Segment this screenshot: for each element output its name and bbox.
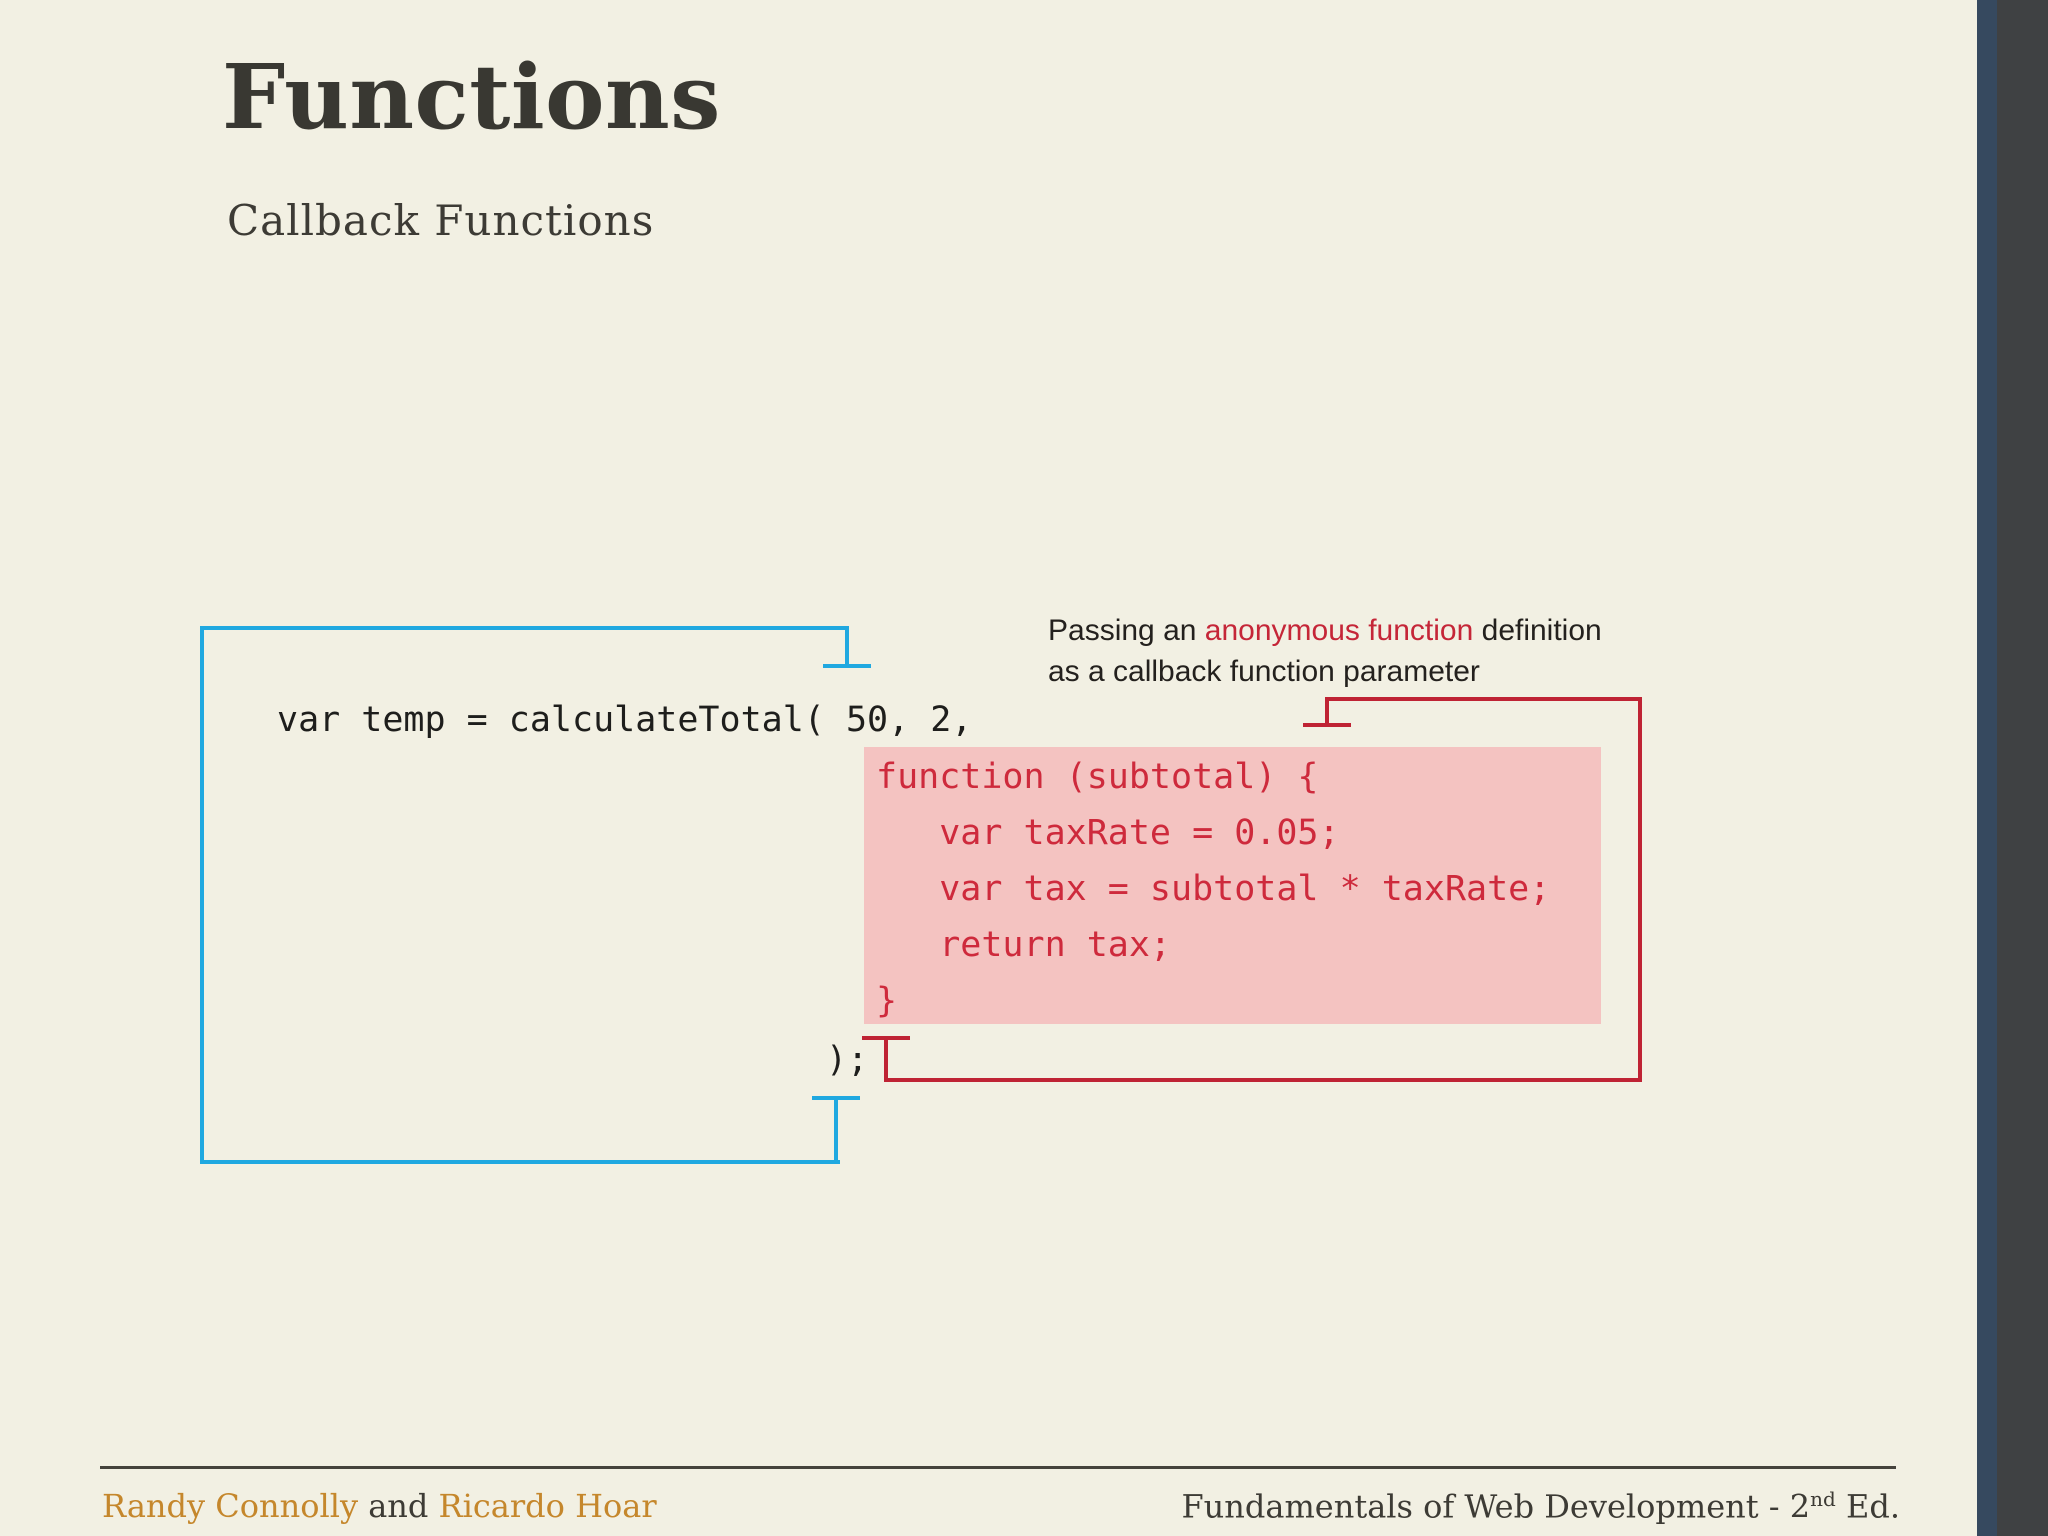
blue-bracket-bottom-tick xyxy=(812,1096,860,1100)
slide-edge-accent-bar xyxy=(1977,0,1997,1536)
red-bracket-right-line xyxy=(1638,697,1642,1082)
red-bracket-bottom-line xyxy=(884,1078,1642,1082)
blue-bracket-top-stem xyxy=(845,626,849,666)
footer-conjunction: and xyxy=(358,1487,439,1525)
red-bracket-top-line xyxy=(1325,697,1642,701)
code-line: var taxRate = 0.05; xyxy=(876,813,1340,853)
footer-authors: Randy Connolly and Ricardo Hoar xyxy=(102,1487,657,1525)
red-bracket-bottom-stem xyxy=(884,1040,888,1082)
annotation-text: Passing an xyxy=(1048,614,1205,647)
annotation-line-2: as a callback function parameter xyxy=(1048,655,1480,688)
blue-bracket-bottom-line xyxy=(200,1160,840,1164)
footer-book-title: Fundamentals of Web Development - 2nd Ed… xyxy=(1181,1487,1900,1526)
annotation-line-1: Passing an anonymous function definition xyxy=(1048,610,1602,651)
code-close-line: ); xyxy=(826,1040,869,1080)
code-line: } xyxy=(876,981,898,1021)
author-name: Ricardo Hoar xyxy=(438,1487,657,1525)
page-title: Functions xyxy=(222,44,721,149)
red-bracket-top-tick xyxy=(1303,723,1351,727)
code-line: var tax = subtotal * taxRate; xyxy=(876,869,1551,909)
annotation-highlight-text: anonymous function xyxy=(1204,614,1474,647)
red-bracket-top-stem xyxy=(1325,697,1329,725)
author-name: Randy Connolly xyxy=(102,1487,359,1525)
blue-bracket-left-line xyxy=(200,626,204,1164)
anonymous-function-highlight-box: function (subtotal) { var taxRate = 0.05… xyxy=(864,747,1601,1024)
book-title-text: Ed. xyxy=(1835,1487,1900,1526)
book-edition-superscript: nd xyxy=(1810,1487,1836,1511)
red-bracket-bottom-tick xyxy=(862,1036,910,1040)
annotation-caption: Passing an anonymous function definition… xyxy=(1048,610,1602,692)
footer-divider xyxy=(100,1466,1896,1469)
slide-subtitle: Callback Functions xyxy=(227,196,655,245)
code-line: function (subtotal) { xyxy=(876,757,1319,797)
blue-bracket-bottom-stem xyxy=(834,1100,838,1160)
app-edge-bar xyxy=(1997,0,2048,1536)
code-call-line: var temp = calculateTotal( 50, 2, xyxy=(277,700,973,740)
annotation-text: definition xyxy=(1473,614,1602,647)
code-line: return tax; xyxy=(876,925,1172,965)
blue-bracket-top-tick xyxy=(823,664,871,668)
blue-bracket-top-line xyxy=(200,626,849,630)
book-title-text: Fundamentals of Web Development - 2 xyxy=(1181,1487,1811,1526)
